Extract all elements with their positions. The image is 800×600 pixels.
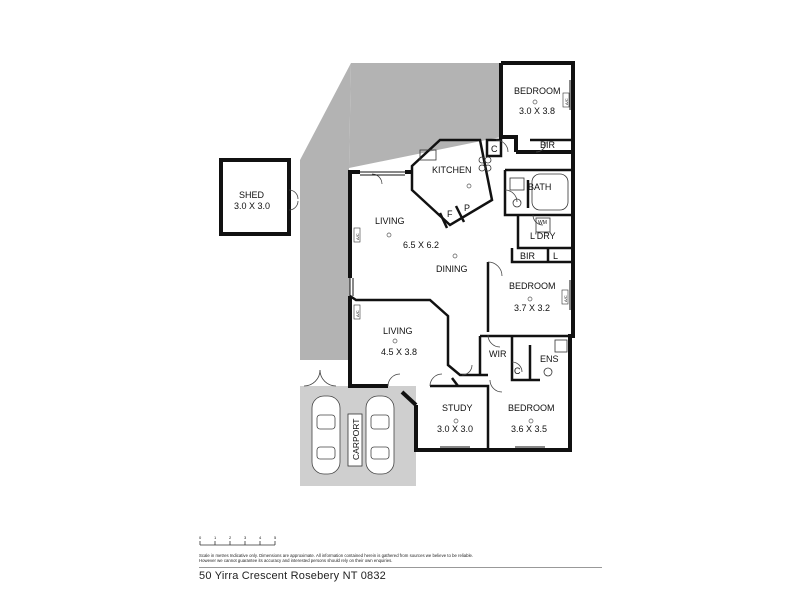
property-address: 50 Yirra Crescent Rosebery NT 0832: [199, 570, 386, 582]
living2-name: LIVING: [383, 326, 413, 336]
scale-tick: 4: [259, 535, 262, 540]
bir1-label: BIR: [540, 140, 556, 150]
bedroom2-name: BEDROOM: [509, 281, 556, 291]
wm-label: WM: [538, 220, 547, 226]
light-symbols: [247, 99, 538, 424]
svg-text:A/C: A/C: [564, 98, 569, 105]
living1-dims: 6.5 X 6.2: [403, 240, 439, 250]
bedroom3-dims: 3.6 X 3.5: [511, 424, 547, 434]
bir2-label: BIR: [520, 251, 536, 261]
disclaimer: Scale in metres Indicative only. Dimensi…: [199, 553, 474, 564]
svg-text:A/C: A/C: [355, 310, 360, 317]
c2-label: C: [514, 366, 521, 376]
scale-tick-labels: 0 1 2 3 4 5: [199, 535, 277, 540]
scale-tick: 0: [199, 535, 202, 540]
side-path: [300, 63, 351, 360]
pantry-label: P: [464, 203, 470, 213]
fixtures: [419, 149, 569, 377]
bedroom3-name: BEDROOM: [508, 403, 555, 413]
ac-tags: A/C A/C A/C A/C: [353, 92, 570, 320]
bedroom1-dims: 3.0 X 3.8: [519, 106, 555, 116]
dining-label: DINING: [436, 264, 468, 274]
kitchen-label: KITCHEN: [432, 165, 472, 175]
scale-bar: [199, 541, 276, 546]
svg-text:CARPORT: CARPORT: [351, 419, 361, 460]
shed: SHED 3.0 X 3.0: [219, 158, 299, 236]
scale-tick: 5: [274, 535, 277, 540]
living1-name: LIVING: [375, 216, 405, 226]
bedroom1-name: BEDROOM: [514, 86, 561, 96]
outdoor-deck: [349, 63, 501, 168]
shed-name: SHED: [239, 190, 265, 200]
wir-label: WIR: [489, 349, 507, 359]
bedroom2-dims: 3.7 X 3.2: [514, 303, 550, 313]
study-dims: 3.0 X 3.0: [437, 424, 473, 434]
c1-label: C: [491, 144, 498, 154]
scale-tick: 1: [214, 535, 217, 540]
scale-tick: 3: [244, 535, 247, 540]
divider: [199, 567, 602, 568]
interior-walls: [349, 138, 573, 450]
ens-label: ENS: [540, 354, 559, 364]
linen-label: L: [553, 251, 558, 261]
carport-label-box: CARPORT: [347, 413, 363, 467]
car-icons: [311, 395, 395, 475]
windows: [349, 80, 574, 451]
laundry-label: L'DRY: [530, 231, 556, 241]
bath-label: BATH: [528, 182, 551, 192]
shed-dims: 3.0 X 3.0: [234, 201, 270, 211]
door-swings: [303, 139, 547, 393]
svg-text:A/C: A/C: [355, 233, 360, 240]
fridge-label: F: [447, 209, 453, 219]
scale-tick: 2: [229, 535, 232, 540]
living2-dims: 4.5 X 3.8: [381, 347, 417, 357]
svg-text:A/C: A/C: [563, 295, 568, 302]
study-name: STUDY: [442, 403, 473, 413]
